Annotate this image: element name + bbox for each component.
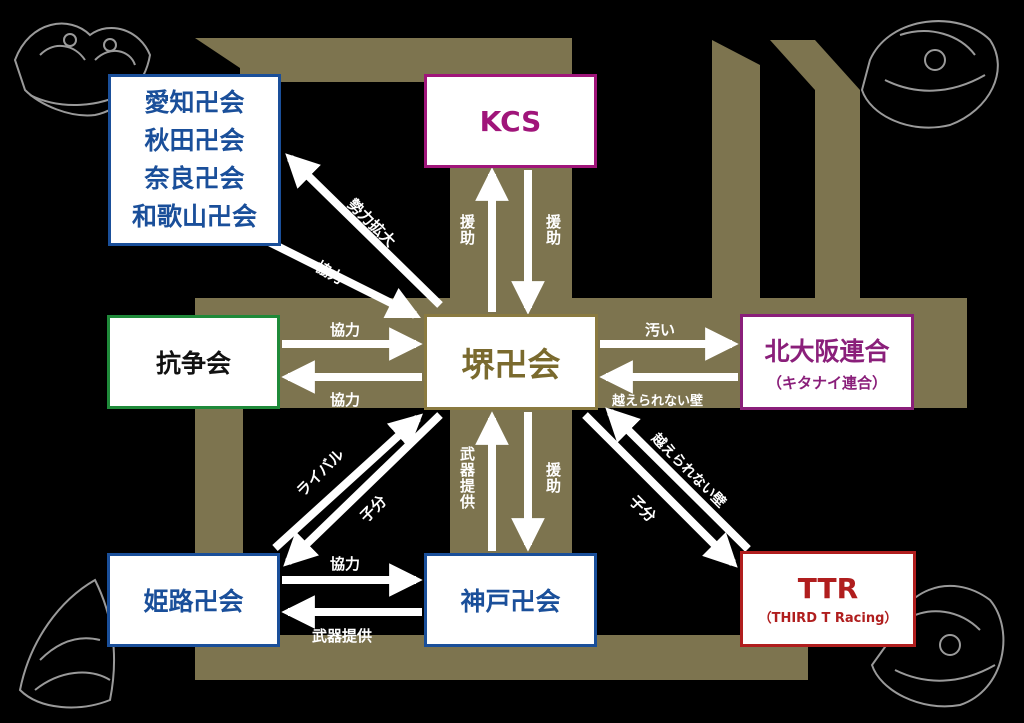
node-kcs-label: KCS [479, 104, 542, 138]
node-alliance-line: 秋田卍会 [144, 126, 245, 155]
phoenix-illustration [18, 578, 115, 709]
arrows [263, 153, 751, 629]
node-kitaosaka-sub: （キタナイ連合） [766, 373, 887, 392]
node-kcs: KCS [424, 74, 597, 168]
edge-label-kosokai-to-sakai: 協力 [330, 321, 361, 339]
edge-label-kcs-to-sakai: 援助 [544, 214, 562, 246]
edge-label-kobe-to-himeji: 武器提供 [312, 627, 373, 645]
node-ttr-sub: （THIRD T Racing） [758, 611, 898, 626]
node-kitaosaka-label: 北大阪連合 [764, 336, 890, 366]
arrow-sakai-to-alliance [285, 153, 443, 308]
node-kosokai-label: 抗争会 [155, 349, 231, 378]
edge-label-kitaosaka-to-sakai: 越えられない壁 [612, 394, 704, 409]
node-himeji: 姫路卍会 [107, 553, 280, 647]
edge-label-sakai-to-kcs: 援助 [458, 214, 476, 246]
dragon-illustration [860, 20, 999, 129]
edge-label-sakai-to-kobe: 援助 [544, 462, 562, 494]
node-sakai: 堺卍会 [424, 314, 598, 410]
edge-label-sakai-to-kosokai: 協力 [330, 391, 361, 409]
edge-label-kobe-to-sakai: 武器提供 [458, 446, 476, 510]
node-ttr-label: TTR [797, 572, 859, 605]
node-kobe: 神戸卍会 [424, 553, 597, 647]
node-alliance-line: 奈良卍会 [144, 164, 245, 193]
arrow-ttr-to-sakai [605, 407, 751, 552]
node-kosokai: 抗争会 [107, 315, 280, 409]
node-kobe-label: 神戸卍会 [460, 587, 561, 616]
edge-label-sakai-to-kitaosaka: 汚い [645, 321, 676, 339]
node-sakai-label: 堺卍会 [461, 345, 561, 384]
node-alliance-line: 和歌山卍会 [131, 202, 257, 231]
edge-label-himeji-to-kobe: 協力 [330, 555, 361, 573]
arrow-alliance-to-sakai [263, 236, 422, 319]
arrow-sakai-to-himeji [283, 412, 443, 567]
node-kitaosaka: 北大阪連合 （キタナイ連合） [740, 314, 914, 410]
node-ttr: TTR （THIRD T Racing） [740, 551, 916, 647]
node-alliance: 愛知卍会 秋田卍会 奈良卍会 和歌山卍会 [108, 74, 281, 246]
node-alliance-line: 愛知卍会 [144, 88, 245, 117]
arrow-himeji-to-sakai [272, 413, 423, 551]
node-himeji-label: 姫路卍会 [143, 587, 244, 616]
